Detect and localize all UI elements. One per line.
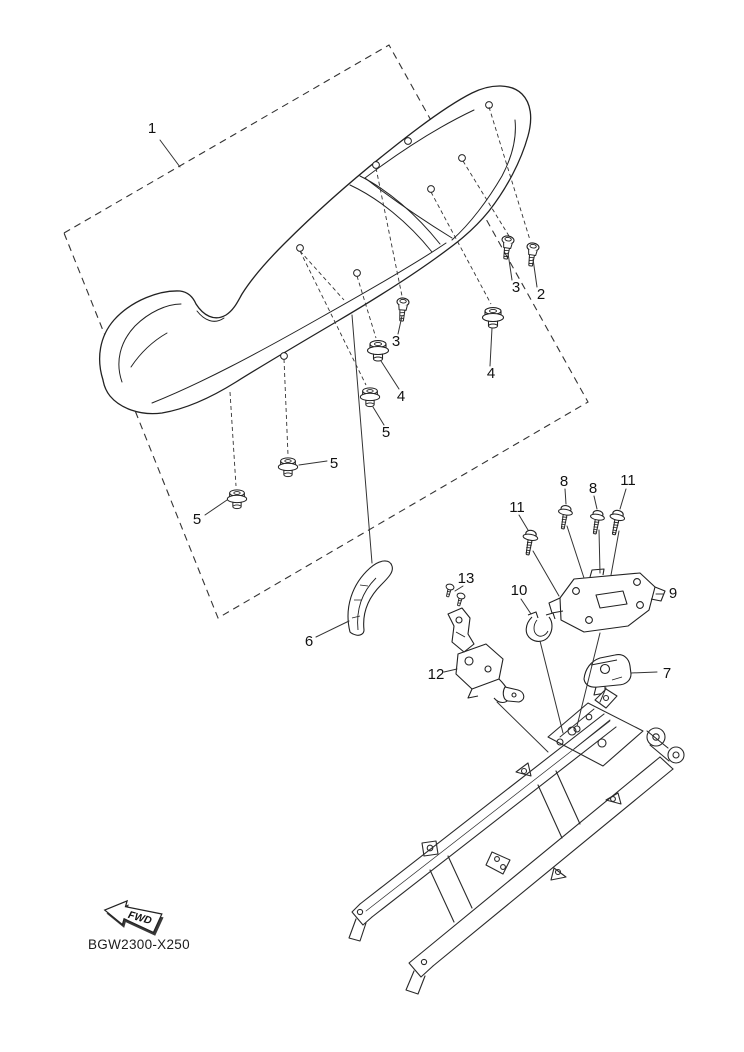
callout-11-right: 11 [620, 472, 636, 489]
callout-3-lower: 3 [392, 333, 400, 350]
callout-4-right: 4 [487, 365, 495, 382]
screw-3-lower [394, 296, 410, 323]
callout-3-upper: 3 [512, 279, 520, 296]
callout-1: 1 [148, 120, 156, 137]
callout-13: 13 [458, 570, 475, 587]
damper-5-b [277, 457, 299, 478]
boundary-box [63, 44, 589, 619]
callout-7: 7 [663, 665, 671, 682]
callout-8-right: 8 [589, 480, 597, 497]
bolt-11-left [519, 528, 540, 557]
screw-2 [523, 241, 541, 268]
callout-5-a: 5 [382, 424, 390, 441]
figure-code: BGW2300-X250 [88, 937, 190, 952]
fwd-arrow: FWD [103, 899, 164, 936]
rubber-strip-6 [347, 560, 393, 636]
callout-8-left: 8 [560, 473, 568, 490]
seat-lock-12 [455, 643, 525, 704]
bracket-13 [442, 582, 475, 653]
bolt-11-right [605, 508, 627, 537]
leader-lines [159, 139, 664, 753]
callout-4-left: 4 [397, 388, 405, 405]
bracket-plate-9 [548, 568, 666, 633]
callout-9: 9 [669, 585, 677, 602]
bolt-8-right [587, 508, 607, 536]
callouts: 1 2 3 3 4 4 5 5 5 6 7 8 8 9 10 11 11 12 … [148, 120, 677, 683]
seat [98, 85, 532, 415]
damper-5-a [359, 387, 381, 408]
callout-5-b: 5 [330, 455, 338, 472]
callout-10: 10 [511, 582, 528, 599]
bolt-8-left [555, 503, 575, 531]
hidden-lines [229, 106, 531, 487]
callout-5-c: 5 [193, 511, 201, 528]
callout-11-left: 11 [509, 499, 525, 516]
callout-12: 12 [428, 666, 445, 683]
rear-frame [348, 688, 685, 995]
callout-6: 6 [305, 633, 313, 650]
damper-5-c [226, 489, 248, 510]
bracket-7 [583, 654, 632, 696]
fwd-arrow-shape [103, 899, 163, 934]
callout-2: 2 [537, 286, 545, 303]
damper-4-right [481, 307, 505, 329]
clamp-10 [525, 611, 556, 642]
damper-4-left [366, 340, 390, 362]
